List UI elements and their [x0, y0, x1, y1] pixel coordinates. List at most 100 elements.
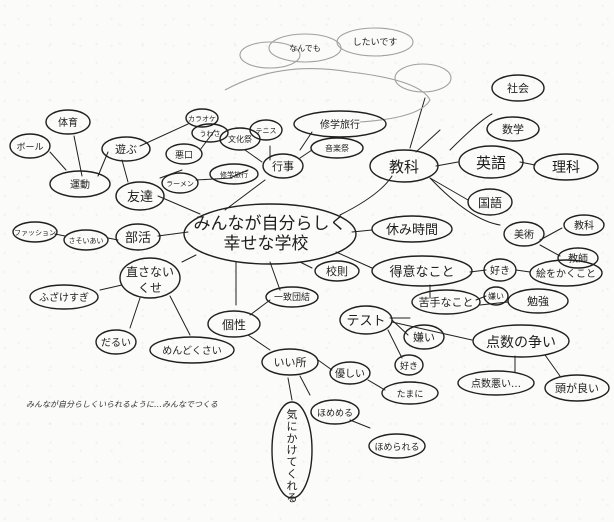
edge-good-cares: [287, 377, 293, 401]
edge-good-praise: [299, 375, 311, 396]
trip-label: 修学旅行: [220, 170, 248, 179]
society-label: 社会: [507, 81, 529, 95]
science-oval: [533, 153, 599, 181]
events-oval: [262, 153, 304, 179]
play-label: 遊ぶ: [115, 142, 137, 156]
edge-test-score: [391, 321, 473, 341]
friends-label: 友達: [127, 189, 153, 205]
edge-center-subjects: [339, 175, 393, 216]
praise-label: ほめめる: [317, 408, 353, 419]
badhabit-oval: [165, 143, 203, 165]
goodpoints-label: いい所: [274, 356, 307, 369]
events-label: 行事: [272, 160, 294, 173]
cares-label-char: か: [287, 432, 298, 445]
pp-left1-label: ファッション: [14, 229, 56, 237]
kind-oval: [329, 361, 371, 385]
sports-oval: [45, 109, 91, 135]
teacher-label: 教師: [568, 252, 588, 265]
praised-label: ほめられる: [374, 442, 419, 453]
praise-oval: [310, 399, 360, 425]
like2-oval: [394, 354, 424, 376]
like2-label: 好き: [400, 360, 418, 372]
score-oval: [472, 324, 570, 358]
rules-label: 校則: [326, 264, 348, 278]
test-label: テスト: [346, 314, 385, 329]
club-oval: [115, 223, 161, 251]
musicfest-oval: [310, 137, 364, 159]
break-oval: [371, 215, 453, 243]
gossip-oval: [191, 123, 229, 143]
edge-test-like: [387, 329, 403, 359]
schooltrip-oval: [293, 110, 387, 138]
edge-personality-goodpoints: [247, 334, 271, 351]
bother-oval: [149, 336, 235, 364]
balls-label: ボール: [16, 142, 43, 153]
edge-gossip-link: [199, 129, 216, 151]
faint-oval-right: [394, 63, 452, 93]
score-label: 点数の争い: [486, 335, 556, 351]
edge-center-unity: [269, 261, 281, 291]
play-oval: [101, 136, 151, 162]
japanese-oval: [467, 188, 513, 216]
wish-second-label: なんでも: [289, 44, 321, 53]
edge-center-club: [157, 231, 189, 237]
unity-label: 一致団結: [274, 291, 310, 303]
edge-subjects-math: [415, 129, 441, 153]
test-oval: [339, 305, 393, 335]
edge-quirk-lazy: [129, 297, 141, 329]
weakat-oval: [411, 289, 481, 315]
center-label-line1: みんなが自分らしく: [194, 214, 347, 234]
edge-friends-play: [121, 159, 129, 183]
pp-left2-label: さそいあい: [69, 237, 104, 245]
edge-quirk-bother: [169, 295, 191, 336]
bad-score-label: 点数悪い…: [471, 377, 521, 390]
lazy-oval: [95, 329, 137, 355]
like-label: 好き: [490, 265, 510, 277]
personality-label: 個性: [222, 318, 246, 332]
art-label: 美術: [514, 228, 534, 241]
edge-center-rules: [299, 261, 313, 269]
society-oval: [491, 74, 545, 102]
edge-play-karaoke: [139, 123, 189, 147]
study-label: 勉強: [527, 294, 549, 308]
dislike-oval: [403, 324, 445, 350]
edge-center-friends: [157, 195, 201, 215]
edge-center-events: [224, 179, 266, 211]
cares-label-char: 気: [287, 407, 298, 421]
subjects-oval: [369, 149, 439, 183]
edge-kind-sometimes: [367, 379, 386, 391]
tennis-oval: [249, 119, 283, 141]
sometimes-oval: [381, 381, 439, 405]
study-oval: [507, 288, 569, 314]
edge-workout-balls: [49, 151, 67, 171]
sports-label: 体育: [58, 116, 78, 129]
wish-top-oval: [336, 27, 414, 57]
cares-label-char: て: [287, 456, 298, 469]
wish-top-label: したいです: [353, 37, 398, 48]
hate-label: 嫌い: [488, 291, 504, 301]
like-oval: [483, 258, 517, 282]
math-label: 数学: [502, 122, 524, 136]
edge-personality-unity: [249, 299, 271, 316]
bother-label: めんどくさい: [162, 345, 221, 357]
balls-oval: [9, 133, 51, 159]
cares-label-char: に: [287, 420, 298, 433]
edge-quirk-careless: [99, 284, 123, 291]
edge-score-smart: [544, 354, 561, 377]
footnote: みんなが自分らしくいられるように…みんなでつくる: [26, 400, 218, 409]
cares-label-char: れ: [287, 479, 298, 492]
karaoke-label: カラオケ: [188, 115, 216, 123]
rules-oval: [314, 260, 360, 282]
edge-events-trip: [229, 169, 249, 179]
edge-art-teacher: [539, 244, 561, 257]
subjteacher-label: 教科: [574, 219, 594, 232]
trip-oval: [209, 163, 259, 185]
edge-subjects-english: [435, 161, 459, 167]
faint-oval-left: [239, 41, 301, 69]
pp-left1-oval: [12, 221, 58, 243]
edge-subjects-wish: [409, 97, 426, 149]
science-label: 理科: [552, 160, 580, 176]
goodat-oval: [371, 255, 473, 287]
